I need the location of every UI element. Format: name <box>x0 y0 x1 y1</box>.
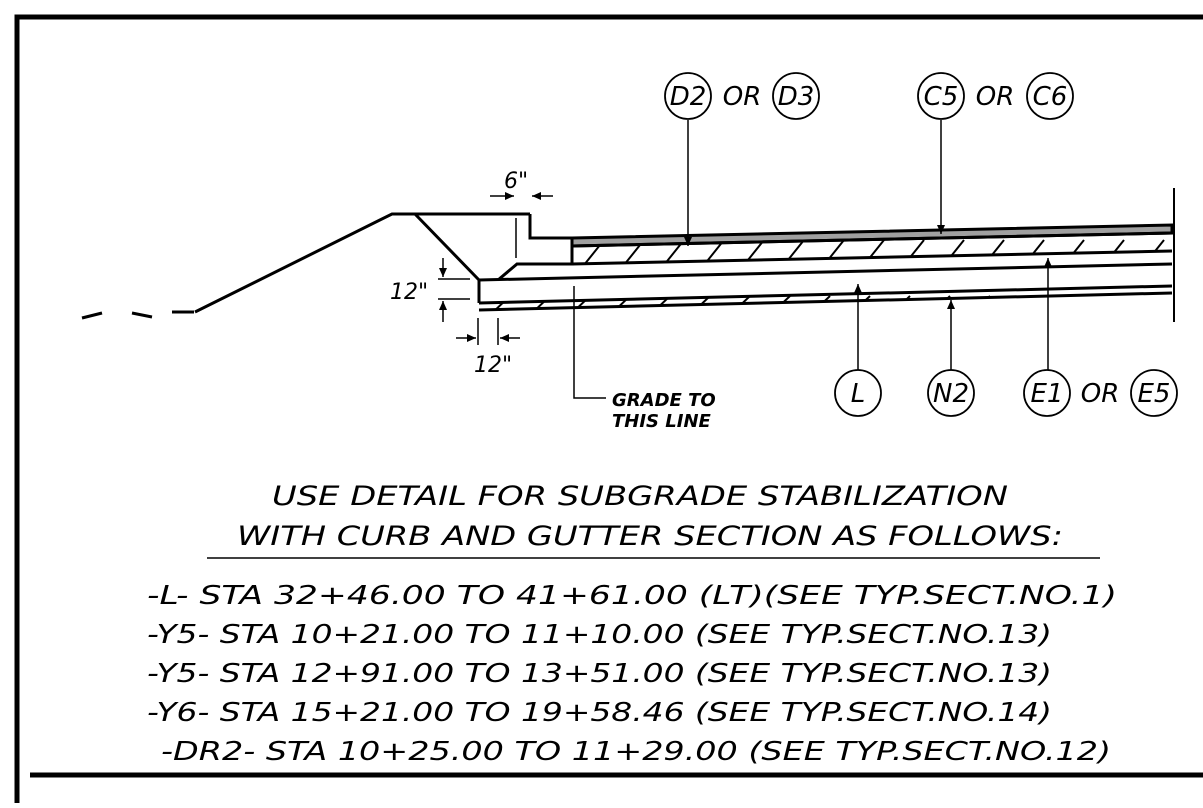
callout-circle-e5 <box>1130 369 1178 417</box>
callout-circle-d3 <box>772 72 820 120</box>
callout-circle-c6 <box>1026 72 1074 120</box>
callout-c6: C6 <box>1033 82 1068 112</box>
curb-face <box>528 214 572 240</box>
callout-or-2: OR <box>976 82 1015 112</box>
callout-c5: C5 <box>924 82 959 112</box>
slope-profile <box>81 212 530 320</box>
callout-or-3: OR <box>1081 379 1120 409</box>
surface-bottom-line <box>571 231 1173 248</box>
dimensions <box>438 192 553 345</box>
callout-n2: N2 <box>933 379 969 409</box>
station-line: -Y6- STA 15+21.00 TO 19+58.46 (SEE TYP.S… <box>147 698 1052 728</box>
curb-and-gutter <box>477 214 572 303</box>
leader-grade-line <box>573 286 606 399</box>
stabilization-bottom-line <box>478 291 1173 312</box>
heading-line2: WITH CURB AND GUTTER SECTION AS FOLLOWS: <box>237 521 1063 552</box>
heading-line1: USE DETAIL FOR SUBGRADE STABILIZATION <box>272 481 1008 512</box>
callout-circle-n2 <box>927 369 975 417</box>
fill-slope-line <box>194 212 530 314</box>
leaders <box>573 120 1052 399</box>
grade-note-line2: THIS LINE <box>612 411 712 432</box>
backslope-line <box>413 212 481 282</box>
base-bottom-line <box>478 262 1173 282</box>
subgrade-line <box>478 284 1173 305</box>
callout-e5: E5 <box>1138 379 1171 409</box>
intermediate-bottom-line <box>571 249 1173 266</box>
existing-ground-dash <box>81 311 103 320</box>
callout-circle-c5 <box>917 72 965 120</box>
callout-l: L <box>851 379 866 409</box>
station-line: -DR2- STA 10+25.00 TO 11+29.00 (SEE TYP.… <box>161 737 1111 767</box>
callout-circle-d2 <box>664 72 712 120</box>
sheet-border <box>14 14 1203 808</box>
existing-ground-dash <box>131 311 153 319</box>
callout-d3: D3 <box>778 82 815 112</box>
dim-label-curb-offset: 6" <box>504 169 528 194</box>
pavement-section <box>478 188 1175 322</box>
station-line: -Y5- STA 10+21.00 TO 11+10.00 (SEE TYP.S… <box>147 620 1052 650</box>
dim-label-horizontal: 12" <box>474 353 512 378</box>
callout-circle-l <box>834 369 882 417</box>
grade-note-line1: GRADE TO <box>612 390 716 411</box>
callout-circles <box>664 72 1178 417</box>
dim-label-vertical-depth: 12" <box>390 280 428 305</box>
callout-e1: E1 <box>1031 379 1064 409</box>
station-line: -L- STA 32+46.00 TO 41+61.00 (LT)(SEE TY… <box>147 581 1117 611</box>
callout-or-1: OR <box>723 82 762 112</box>
base-edge-line <box>497 238 574 282</box>
callout-circle-e1 <box>1023 369 1071 417</box>
station-line: -Y5- STA 12+91.00 TO 13+51.00 (SEE TYP.S… <box>147 659 1052 689</box>
callout-d2: D2 <box>670 82 707 112</box>
